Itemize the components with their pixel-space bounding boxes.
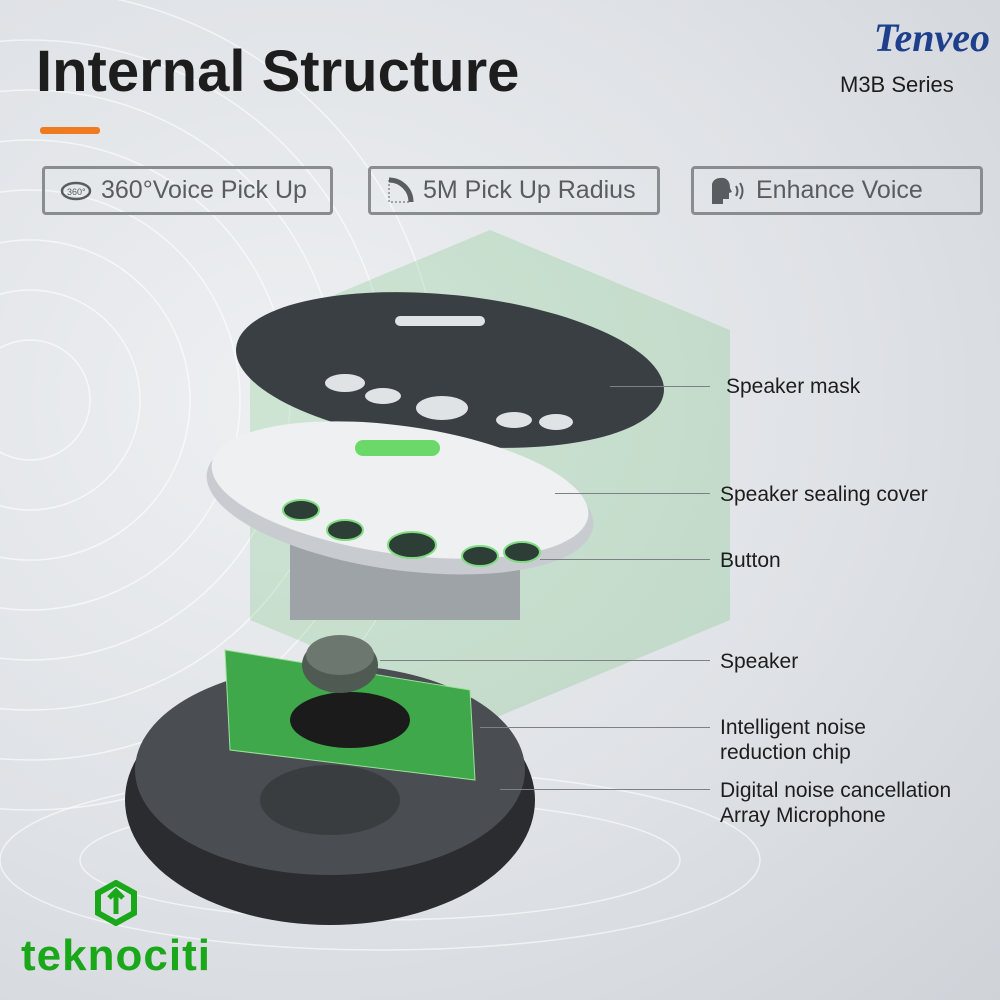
leader-line bbox=[610, 386, 710, 387]
watermark-text: teknociti bbox=[21, 931, 211, 980]
label-button: Button bbox=[720, 549, 781, 572]
360-rotate-icon: 360° bbox=[60, 181, 92, 200]
label-line: Array Microphone bbox=[720, 804, 886, 827]
feature-enhance-voice: Enhance Voice bbox=[691, 166, 983, 215]
leader-line bbox=[480, 727, 710, 728]
status-light bbox=[355, 440, 440, 456]
speaker-sealing-cover bbox=[211, 421, 589, 559]
label-line: reduction chip bbox=[720, 741, 851, 764]
title-accent-bar bbox=[40, 127, 100, 134]
svg-text:360°: 360° bbox=[67, 187, 86, 197]
speaking-head-icon bbox=[712, 177, 744, 204]
feature-label: Enhance Voice bbox=[756, 176, 923, 204]
label-speaker-sealing-cover: Speaker sealing cover bbox=[720, 483, 928, 506]
feature-label: 5M Pick Up Radius bbox=[423, 176, 636, 204]
brand-logo: Tenveo bbox=[873, 15, 990, 60]
radius-arc-icon bbox=[388, 177, 414, 202]
leader-line bbox=[540, 559, 710, 560]
feature-pickup-radius: 5M Pick Up Radius bbox=[368, 166, 660, 215]
teknociti-hexagon-icon bbox=[95, 879, 137, 927]
speaker-mask bbox=[236, 292, 664, 448]
feature-360-voice: 360° 360°Voice Pick Up bbox=[42, 166, 333, 215]
leader-line bbox=[555, 493, 710, 494]
leader-line bbox=[500, 789, 710, 790]
page-title: Internal Structure bbox=[36, 39, 520, 104]
leader-line bbox=[380, 660, 710, 661]
label-line: Digital noise cancellation bbox=[720, 779, 952, 802]
label-speaker: Speaker bbox=[720, 650, 799, 673]
label-speaker-mask: Speaker mask bbox=[726, 375, 861, 398]
label-line: Intelligent noise bbox=[720, 716, 866, 739]
buttons bbox=[282, 499, 541, 567]
series-label: M3B Series bbox=[840, 72, 954, 97]
feature-label: 360°Voice Pick Up bbox=[101, 176, 307, 204]
teknociti-watermark: teknociti bbox=[16, 879, 216, 981]
